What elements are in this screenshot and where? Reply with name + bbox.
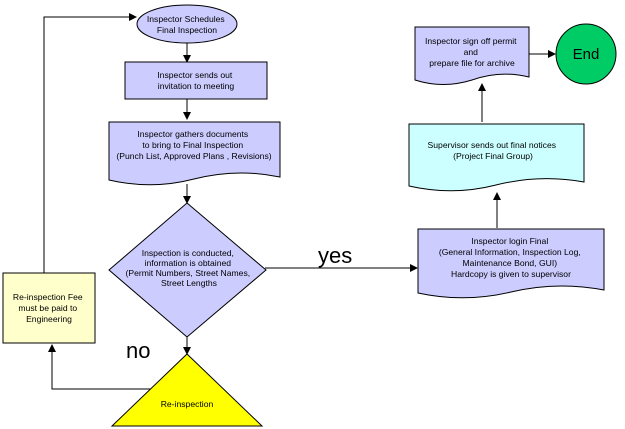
edge-reinspection-to-fee: [48, 344, 152, 390]
svg-text:Supervisor sends out final not: Supervisor sends out final notices (Proj…: [428, 140, 559, 161]
signoff-document: [414, 26, 530, 85]
node-fee: Re-inspection Fee must be paid to Engine…: [2, 272, 96, 344]
conducted-line-2: information is obtained: [145, 258, 232, 268]
conducted-line-4: Street Lengths: [161, 278, 217, 288]
node-schedules: Inspector Schedules Final Inspection: [136, 4, 238, 44]
notices-document: [408, 123, 585, 192]
edge-label-no: no: [126, 338, 150, 363]
invitation-box: [124, 61, 268, 100]
edges: [43, 13, 556, 390]
invitation-line-1: Inspector sends out: [157, 70, 233, 80]
login-line-3: Maintenance Bond, GUI): [463, 258, 558, 268]
node-signoff: Inspector sign off permit and prepare fi…: [414, 26, 530, 85]
svg-text:Inspector Schedules Fina: Inspector Schedules Final Inspection: [147, 14, 227, 35]
svg-text:Re-inspection Fee must b: Re-inspection Fee must be paid to Engine…: [13, 292, 85, 324]
conducted-line-3: (Permit Numbers, Street Names,: [125, 268, 250, 278]
gathers-document: [108, 121, 281, 186]
svg-text:Inspector gathers documents: Inspector gathers documents to bring to …: [116, 129, 271, 161]
node-reinspection: Re-inspection: [110, 353, 264, 427]
node-end: End: [555, 23, 617, 85]
signoff-line-2: and: [464, 47, 479, 57]
node-gathers: Inspector gathers documents to bring to …: [108, 121, 281, 186]
node-login: Inspector login Final (General Informati…: [417, 228, 605, 299]
svg-text:Inspector login Final (G: Inspector login Final (General Informati…: [439, 236, 583, 279]
node-invitation: Inspector sends out invitation to meetin…: [124, 61, 268, 100]
notices-line-1: Supervisor sends out final notices: [428, 140, 557, 150]
conducted-line-1: Inspection is conducted,: [142, 248, 234, 258]
schedules-line-1: Inspector Schedules: [147, 14, 225, 24]
edge-label-yes: yes: [318, 243, 352, 268]
fee-line-2: must be paid to: [18, 303, 77, 313]
login-line-2: (General Information, Inspection Log,: [439, 247, 581, 257]
node-notices: Supervisor sends out final notices (Proj…: [408, 123, 585, 192]
edge-fee-to-schedules: [43, 13, 137, 273]
fee-line-3: Engineering: [26, 314, 72, 324]
fee-line-1: Re-inspection Fee: [13, 292, 83, 302]
schedules-line-2: Final Inspection: [157, 25, 217, 35]
gathers-line-2: to bring to Final Inspection: [142, 140, 243, 150]
start-ellipse: [136, 4, 238, 44]
node-conducted: Inspection is conducted, information is …: [108, 202, 267, 338]
gathers-line-1: Inspector gathers documents: [137, 129, 248, 139]
reinspection-triangle: [110, 353, 264, 427]
login-line-1: Inspector login Final: [471, 236, 548, 246]
login-line-4: Hardcopy is given to supervisor: [451, 269, 571, 279]
signoff-line-3: prepare file for archive: [429, 58, 515, 68]
svg-text:Re-inspection: Re-inspection: [161, 399, 214, 409]
fee-box: [2, 272, 96, 344]
decision-diamond: [108, 202, 267, 338]
login-document: [417, 228, 605, 299]
signoff-line-1: Inspector sign off permit: [425, 36, 517, 46]
svg-text:Inspector sends out invi: Inspector sends out invitation to meetin…: [157, 70, 234, 91]
invitation-line-2: invitation to meeting: [158, 81, 235, 91]
end-label: End: [573, 46, 600, 63]
gathers-line-3: (Punch List, Approved Plans , Revisions): [116, 151, 271, 161]
reinspection-label: Re-inspection: [161, 399, 214, 409]
svg-text:Inspection is conducted,: Inspection is conducted, information is …: [125, 248, 252, 288]
end-circle: [555, 23, 617, 85]
notices-line-2: (Project Final Group): [453, 151, 533, 161]
svg-text:Inspector sign off permit: Inspector sign off permit and prepare fi…: [425, 36, 519, 68]
svg-text:End: End: [573, 46, 600, 63]
